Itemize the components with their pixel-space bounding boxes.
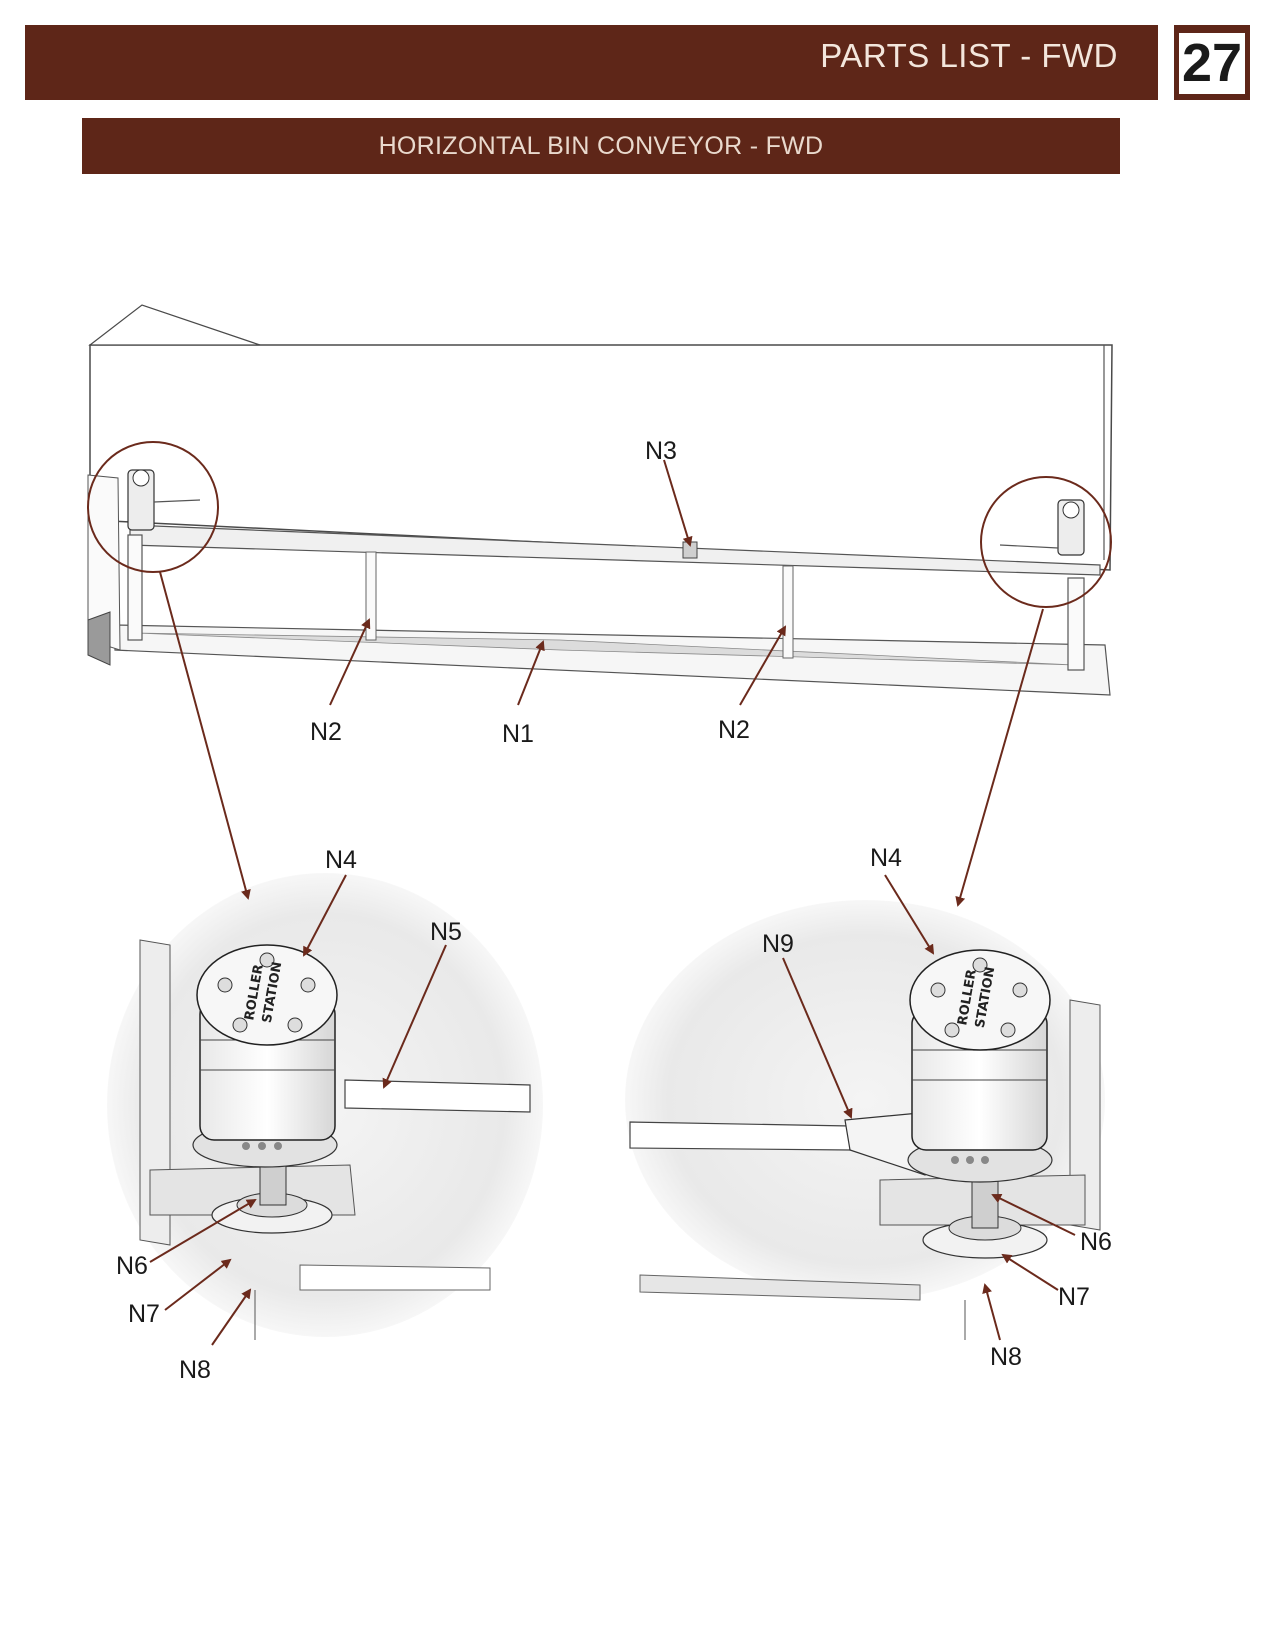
connector-right — [955, 608, 1044, 907]
callout-n8-right: N8 — [990, 1343, 1022, 1371]
callout-n2-left: N2 — [310, 718, 342, 746]
conveyor-overview — [87, 304, 1113, 696]
callout-n6-right: N6 — [1080, 1228, 1112, 1256]
connector-left — [159, 571, 251, 900]
section-bar: HORIZONTAL BIN CONVEYOR - FWD — [82, 118, 1120, 174]
detail-circle-right — [980, 476, 1112, 608]
callout-n6-left: N6 — [116, 1252, 148, 1280]
callout-n7-left: N7 — [128, 1300, 160, 1328]
detail-circle-left — [87, 441, 219, 573]
callout-n4-left: N4 — [325, 846, 357, 874]
left-motor-small — [127, 469, 201, 531]
leader-lines — [149, 459, 1076, 1346]
callout-n1: N1 — [502, 720, 534, 748]
callout-n8-left: N8 — [179, 1356, 211, 1384]
page-title: PARTS LIST - FWD — [820, 37, 1118, 74]
right-detail-view: ROLLER STATION — [625, 900, 1105, 1340]
callout-n3: N3 — [645, 437, 677, 465]
page-number: 27 — [1179, 33, 1245, 94]
header-bar: PARTS LIST - FWD — [25, 25, 1158, 100]
callout-n5: N5 — [430, 918, 462, 946]
section-title: HORIZONTAL BIN CONVEYOR - FWD — [378, 132, 824, 160]
left-detail-view: ROLLER STATION — [107, 873, 543, 1340]
callout-n9: N9 — [762, 930, 794, 958]
page-number-box: 27 — [1174, 25, 1250, 100]
right-motor-small — [999, 499, 1085, 556]
callout-n7-right: N7 — [1058, 1283, 1090, 1311]
callout-n2-right: N2 — [718, 716, 750, 744]
callout-n4-right: N4 — [870, 844, 902, 872]
